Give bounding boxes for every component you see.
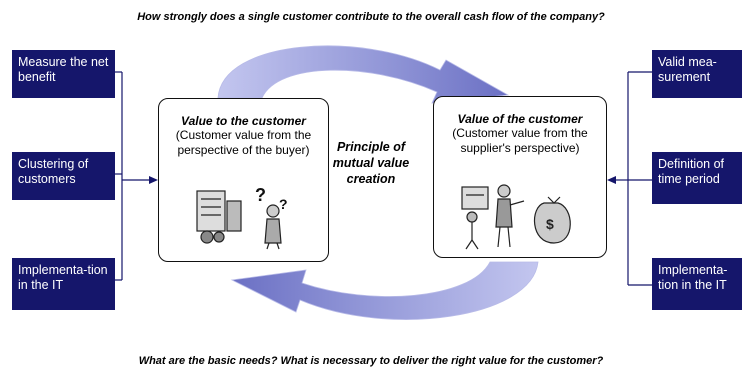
svg-text:?: ? [279,196,288,212]
value-to-customer-card: Value to the customer (Customer value fr… [158,98,329,262]
bottom-cycle-arrow [230,261,539,320]
top-question: How strongly does a single customer cont… [137,11,605,23]
svg-text:?: ? [255,185,266,205]
value-of-customer-title: Value of the customer [457,112,583,126]
bottom-question: What are the basic needs? What is necess… [138,355,604,367]
left-box-measure-net-benefit: Measure the net benefit [12,50,115,98]
right-connector-arrowhead [607,176,616,184]
top-cycle-arrow [217,45,510,104]
left-connector [115,71,150,281]
value-to-customer-subtitle: (Customer value from the perspective of … [175,128,312,157]
svg-text:$: $ [546,216,554,232]
left-box-implementation-it: Implementa-tion in the IT [12,258,115,310]
supplier-illustration-icon: $ [461,184,571,250]
value-to-customer-title: Value to the customer [181,114,306,128]
right-box-implementation-it: Implementa-tion in the IT [652,258,742,310]
buyer-illustration-icon: ? ? [196,185,288,250]
value-of-customer-card: Value of the customer (Customer value fr… [433,96,607,258]
right-connector [615,71,652,286]
center-principle-label: Principle of mutual value creation [332,140,410,186]
left-connector-arrowhead [149,176,158,184]
value-of-customer-subtitle: (Customer value from the supplier's pers… [452,126,588,155]
right-box-valid-measurement: Valid mea-surement [652,50,742,98]
right-box-definition-time-period: Definition of time period [652,152,742,204]
left-box-clustering: Clustering of customers [12,152,115,200]
